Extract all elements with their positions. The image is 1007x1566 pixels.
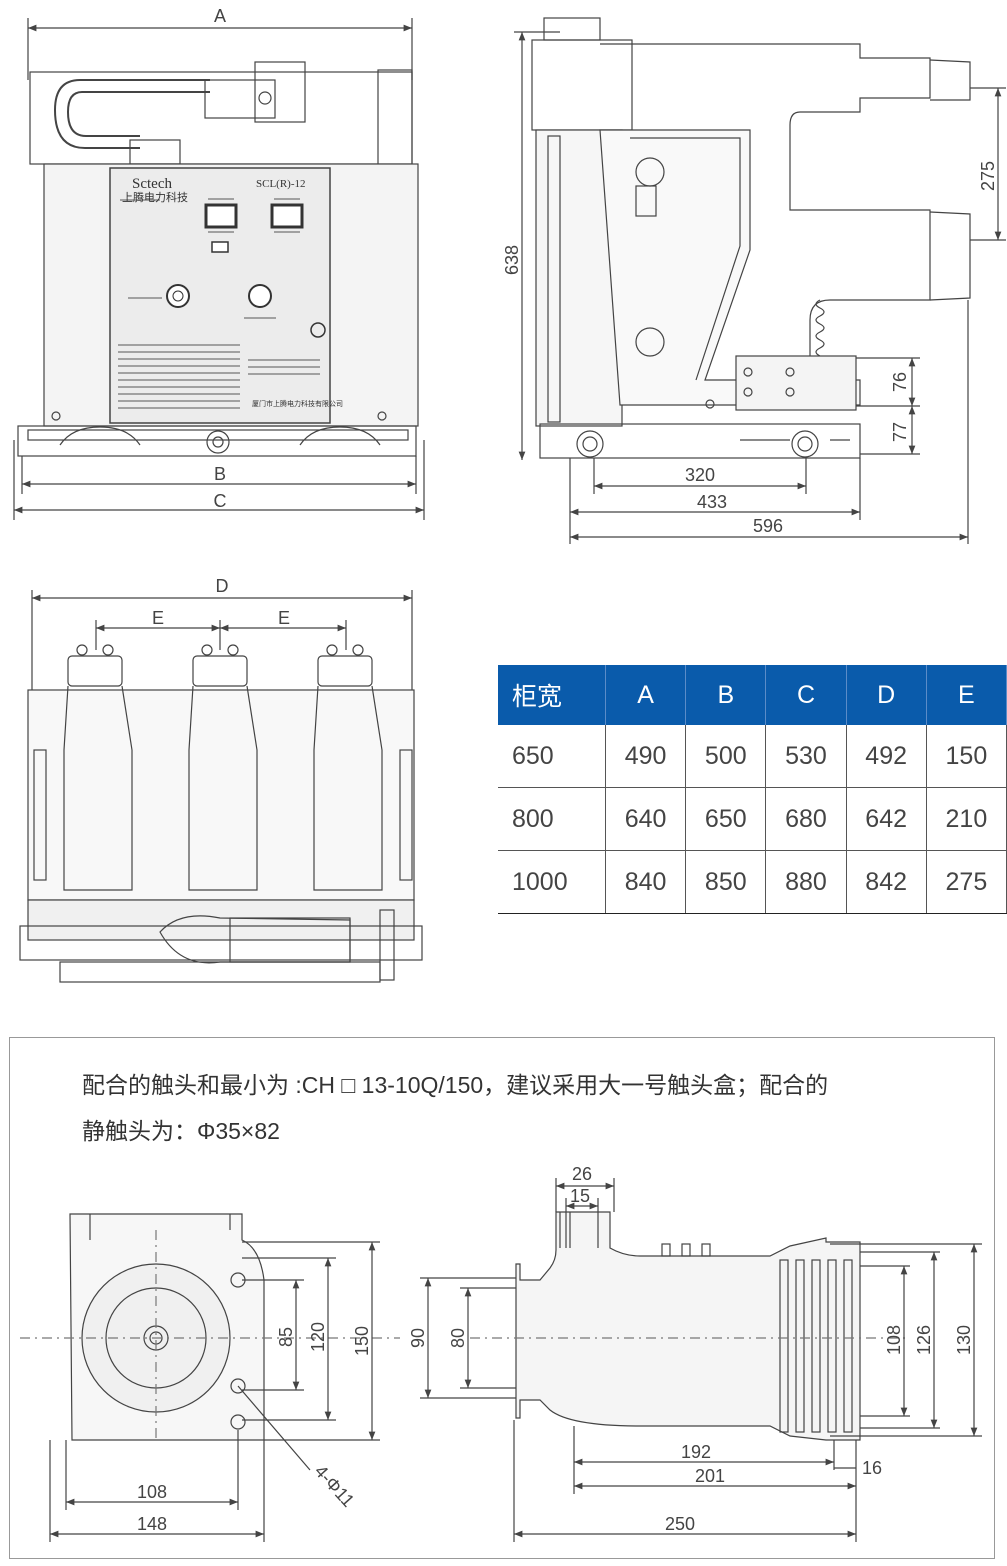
dim-250: 250 [665,1514,695,1534]
table-cell: 800 [498,787,606,851]
table-cell: 880 [765,850,847,914]
table-cell: 150 [926,725,1007,788]
table-header: B [685,665,767,725]
dim-148: 148 [137,1514,167,1534]
dim-77: 77 [890,422,910,442]
table-cell: 530 [765,725,847,788]
contact-note-line2: 静触头为：Φ35×82 [82,1118,280,1144]
table-header-row: 柜宽 A B C D E [498,665,1007,725]
table-header: D [846,665,927,725]
dim-85: 85 [276,1327,296,1347]
dim-15: 15 [570,1186,590,1206]
dim-c-label: C [214,491,227,511]
table-cell: 642 [846,787,927,851]
table-cell: 500 [685,725,767,788]
table-header: E [926,665,1007,725]
table-header: C [765,665,847,725]
contact-box-panel [9,1037,995,1559]
table-cell: 490 [605,725,687,788]
table-cell: 840 [605,850,687,914]
table-cell: 650 [685,787,767,851]
dim-638: 638 [502,245,522,275]
dim-130: 130 [954,1325,974,1355]
dim-108-side: 108 [884,1325,904,1355]
dim-e1-label: E [152,608,164,628]
table-row: 1000 840 850 880 842 275 [498,850,1007,914]
front-view-drawing: Sctech 上腾电力科技 SCL(R)-12 厦门市上腾电力科技有限公司 A … [13,6,425,520]
table-cell: 680 [765,787,847,851]
dim-150: 150 [352,1326,372,1356]
dimension-table: 柜宽 A B C D E 650 490 500 530 492 150 800… [498,665,1007,914]
table-row: 800 640 650 680 642 210 [498,787,1007,851]
dim-320: 320 [685,465,715,485]
table-cell: 1000 [498,850,606,914]
dim-433: 433 [697,492,727,512]
dim-76: 76 [890,372,910,392]
dim-596: 596 [753,516,783,536]
dim-80: 80 [448,1328,468,1348]
dim-108-end: 108 [137,1482,167,1502]
table-cell: 640 [605,787,687,851]
nameplate-brand: Sctech [132,176,172,192]
dim-26: 26 [572,1164,592,1184]
side-view-drawing: 638 275 76 77 320 433 596 [502,17,1006,544]
dim-e2-label: E [278,608,290,628]
table-cell: 210 [926,787,1007,851]
dim-16: 16 [862,1458,882,1478]
dim-201: 201 [695,1466,725,1486]
contact-end-view: 85 120 150 4-Φ11 108 148 [20,1213,400,1542]
table-header: A [605,665,687,725]
table-row: 650 490 500 530 492 150 [498,725,1007,788]
dim-126: 126 [914,1325,934,1355]
nameplate-footer: 厦门市上腾电力科技有限公司 [252,399,343,408]
dim-90: 90 [410,1328,428,1348]
dim-a-label: A [214,6,226,26]
table-header: 柜宽 [498,665,606,725]
contact-side-view: 26 15 90 80 108 126 130 192 201 16 250 [410,1164,982,1542]
dim-b-label: B [214,464,226,484]
top-view-drawing: D E E [19,576,423,983]
dim-192: 192 [681,1442,711,1462]
table-cell: 842 [846,850,927,914]
table-cell: 650 [498,725,606,788]
dim-120: 120 [308,1322,328,1352]
dim-275: 275 [978,161,998,191]
table-cell: 275 [926,850,1007,914]
dim-hole: 4-Φ11 [311,1461,359,1511]
table-cell: 492 [846,725,927,788]
nameplate-model: SCL(R)-12 [256,178,306,190]
dim-d-label: D [216,576,229,596]
contact-note-line1: 配合的触头和最小为 :CH □ 13-10Q/150，建议采用大一号触头盒；配合… [82,1072,829,1098]
nameplate-brand-cn: 上腾电力科技 [122,190,188,204]
table-cell: 850 [685,850,767,914]
